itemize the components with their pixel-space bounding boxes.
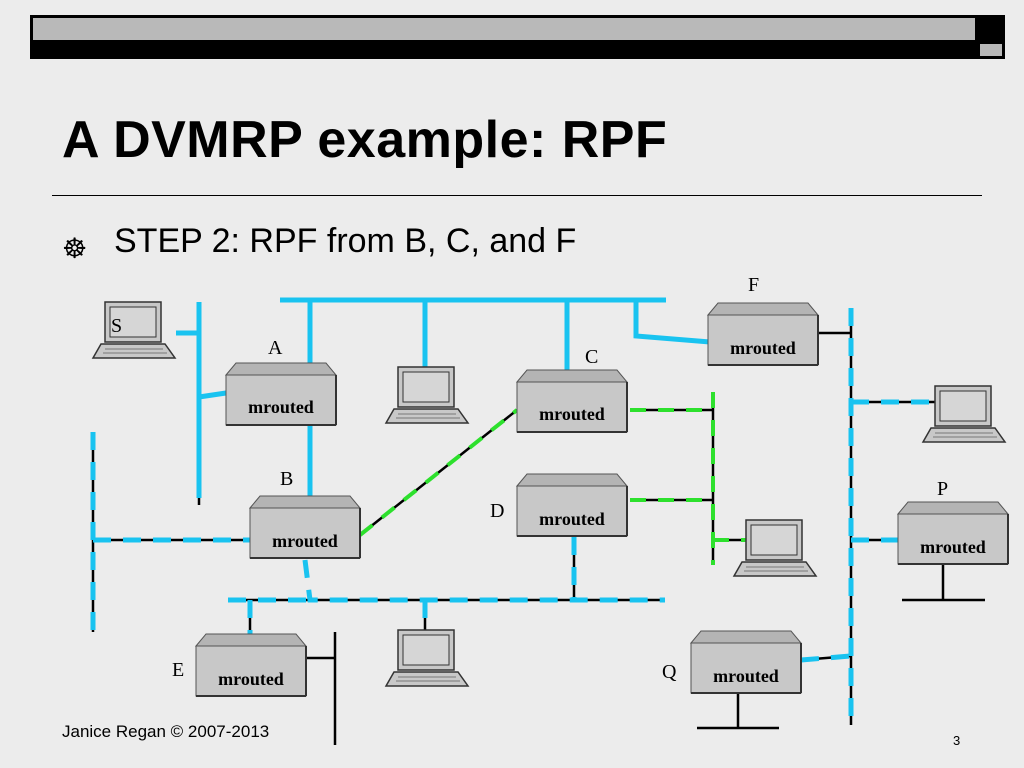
router-d-label: D [490,500,504,522]
router-text: mrouted [218,669,284,689]
top-decor-square [980,44,1002,56]
router-q: mrouted [690,630,802,694]
router-c-label: C [585,346,598,368]
page-number: 3 [953,733,961,748]
router-c: mrouted [516,369,628,433]
router-q-label: Q [662,661,677,683]
source-host: S [92,301,176,359]
host-laptop [733,519,817,577]
router-text: mrouted [272,531,338,551]
router-b: mrouted [249,495,361,559]
router-d: mrouted [516,473,628,537]
router-text: mrouted [539,404,605,424]
router-b-label: B [280,468,293,490]
footer-author: Janice Regan © 2007-2013 [62,722,270,741]
router-a: mrouted [225,362,337,426]
host-laptop [922,385,1006,443]
dashed-active-links [90,308,935,725]
router-p-label: P [937,478,948,500]
router-p: mrouted [897,501,1009,565]
router-f-label: F [748,274,759,296]
router-text: mrouted [730,338,796,358]
router-f: mrouted [707,302,819,366]
router-e-label: E [172,659,184,681]
top-decor-bar-inner [33,18,975,40]
host-laptop [385,629,469,687]
router-e: mrouted [195,633,307,697]
slide-title: A DVMRP example: RPF [62,111,668,169]
router-a-label: A [268,337,283,359]
active-links [176,297,711,498]
router-text: mrouted [248,397,314,417]
pruned-links [358,392,750,565]
bullet-text: STEP 2: RPF from B, C, and F [114,222,577,260]
router-text: mrouted [920,537,986,557]
source-host-label: S [111,315,122,337]
router-text: mrouted [539,509,605,529]
bullet-icon: ☸ [62,232,88,265]
router-text: mrouted [713,666,779,686]
title-divider [52,195,982,196]
host-laptop [385,366,469,424]
